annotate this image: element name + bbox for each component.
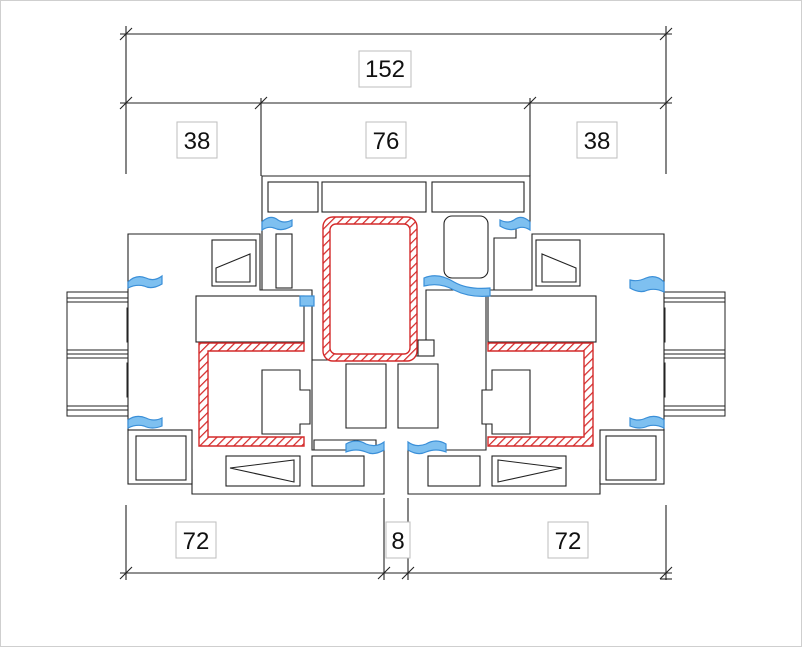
- left-frame-value: 38: [184, 128, 211, 155]
- dimension-label-overall-width: 152: [358, 50, 412, 88]
- overall-width-value: 152: [365, 56, 405, 83]
- dimension-label-left-sash: 72: [175, 521, 217, 559]
- dimension-label-left-frame: 38: [176, 121, 218, 159]
- right-steel-reinforcement: [487, 342, 594, 447]
- right-frame-value: 38: [584, 128, 611, 155]
- left-sash-value: 72: [183, 528, 210, 555]
- dimension-label-center-mullion: 76: [365, 121, 407, 159]
- top-dimension-lines: [119, 26, 673, 176]
- gaskets: [127, 216, 665, 455]
- dimension-label-right-frame: 38: [576, 121, 618, 159]
- left-sash-profile: [127, 233, 385, 495]
- central-steel-reinforcement: [322, 216, 418, 362]
- central-lower-profile: [313, 363, 439, 451]
- dimension-label-right-sash: 72: [547, 521, 589, 559]
- right-sash-profile: [407, 233, 665, 495]
- center-mullion-value: 76: [373, 128, 400, 155]
- dimension-label-gap: 8: [385, 521, 411, 559]
- right-sash-value: 72: [555, 528, 582, 555]
- gap-value: 8: [391, 528, 404, 555]
- left-steel-reinforcement: [198, 342, 305, 447]
